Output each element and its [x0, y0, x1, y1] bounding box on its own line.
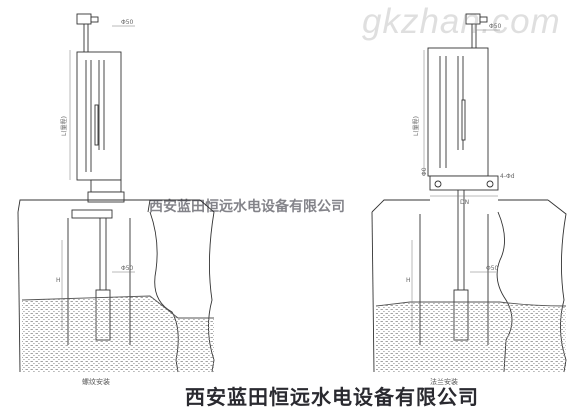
left-sensor-head	[76, 13, 92, 25]
left-water	[22, 296, 214, 372]
right-length-label: L(量程)	[412, 116, 420, 136]
left-mid-dia-label: Φ50	[121, 265, 134, 272]
right-flange-a-label: Φ0	[421, 167, 428, 176]
right-tank-outline	[371, 199, 430, 213]
right-mid-dia-label: Φ50	[486, 265, 499, 272]
left-tank-outline	[17, 199, 151, 213]
right-flange-b-label: DN	[460, 199, 469, 206]
left-length-label: L(量程)	[60, 116, 68, 136]
left-caption: 螺纹安装	[82, 377, 110, 386]
company-watermark-middle: 西安蓝田恒远水电设备有限公司	[149, 199, 345, 215]
right-flange-c-label: 4-Φd	[500, 173, 515, 180]
left-depth-label: H	[56, 277, 61, 284]
left-installation-diagram	[17, 13, 215, 373]
site-watermark: gkzhan.com	[362, 2, 561, 41]
right-top-dia-label: Φ50	[489, 23, 502, 30]
right-water	[376, 302, 566, 372]
right-depth-label: H	[406, 277, 411, 284]
right-installation-diagram	[371, 13, 567, 373]
left-top-dia-label: Φ50	[121, 19, 134, 26]
company-watermark-bottom: 西安蓝田恒远水电设备有限公司	[185, 385, 479, 409]
right-flange	[429, 175, 499, 191]
right-caption: 法兰安装	[430, 377, 458, 386]
